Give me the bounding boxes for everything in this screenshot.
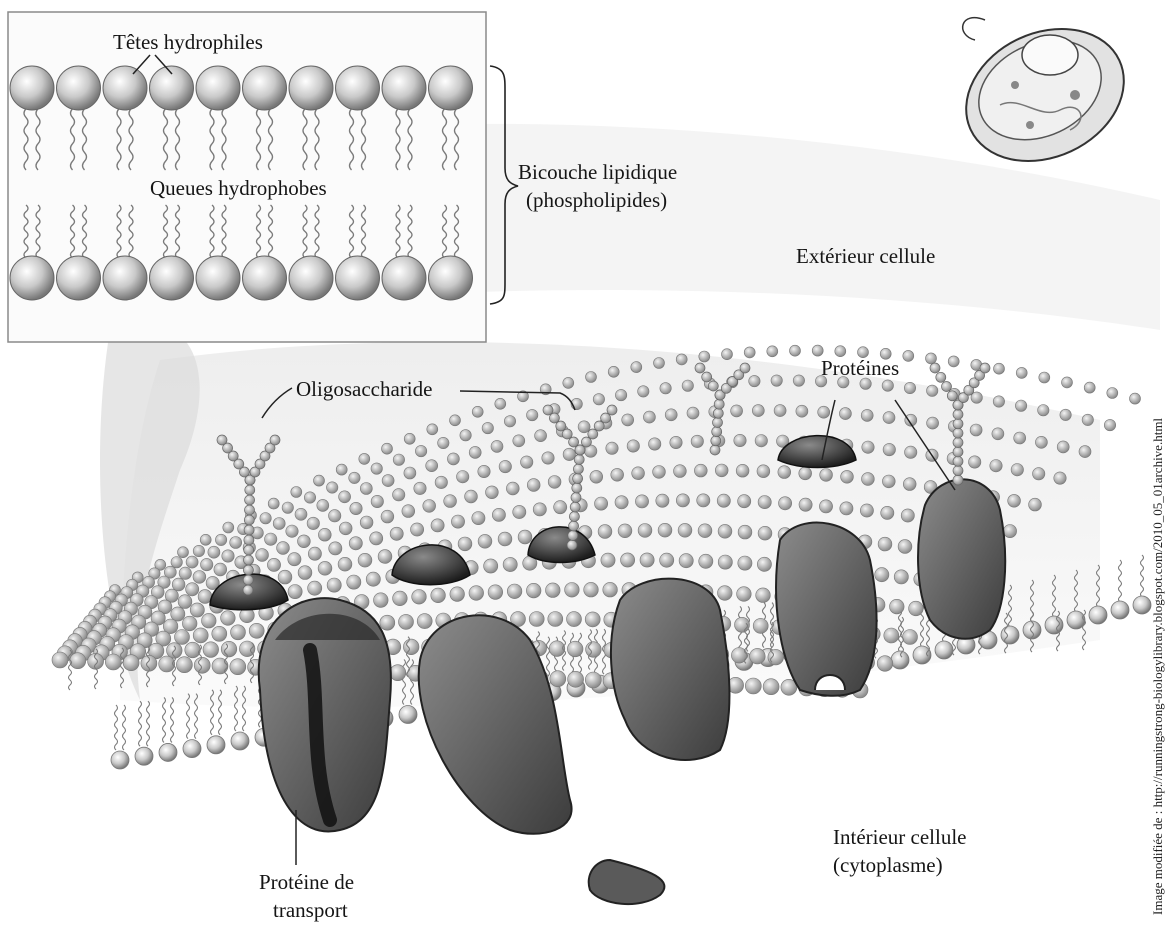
lipid-head bbox=[429, 256, 473, 300]
lipid-head bbox=[336, 66, 380, 110]
transport-label-line2: transport bbox=[273, 898, 348, 922]
oligosaccharide-label: Oligosaccharide bbox=[296, 377, 432, 401]
lipid-head bbox=[243, 66, 287, 110]
lipid-head bbox=[196, 256, 240, 300]
transport-label-line1: Protéine de bbox=[259, 870, 354, 894]
far-right-protein bbox=[918, 479, 1005, 638]
bilayer-label-line2: (phospholipides) bbox=[526, 188, 667, 212]
proteins-label: Protéines bbox=[821, 356, 899, 380]
bilayer-label-line1: Bicouche lipidique bbox=[518, 160, 677, 184]
notched-protein bbox=[776, 523, 876, 696]
lipid-head bbox=[243, 256, 287, 300]
inside-label-line1: Intérieur cellule bbox=[833, 825, 967, 849]
lipid-head bbox=[103, 256, 147, 300]
lipid-head bbox=[289, 66, 333, 110]
lipid-head bbox=[336, 256, 380, 300]
lipid-head bbox=[150, 256, 194, 300]
transport-protein bbox=[259, 598, 391, 831]
lipid-head bbox=[57, 256, 101, 300]
lipid-head bbox=[382, 256, 426, 300]
tails-label: Queues hydrophobes bbox=[150, 176, 327, 200]
cell-thumbnail bbox=[944, 4, 1145, 186]
heads-label: Têtes hydrophiles bbox=[113, 30, 263, 54]
inside-label-line2: (cytoplasme) bbox=[833, 853, 943, 877]
lipid-head bbox=[429, 66, 473, 110]
lipid-head bbox=[10, 256, 54, 300]
image-credit: Image modifiée de : http://runningstrong… bbox=[1150, 418, 1166, 915]
lipid-head bbox=[10, 66, 54, 110]
lipid-head bbox=[196, 66, 240, 110]
lipid-head bbox=[382, 66, 426, 110]
lipid-head bbox=[103, 66, 147, 110]
lipid-head bbox=[289, 256, 333, 300]
lipid-head bbox=[57, 66, 101, 110]
channel-protein bbox=[611, 579, 730, 760]
outside-label: Extérieur cellule bbox=[796, 244, 935, 268]
